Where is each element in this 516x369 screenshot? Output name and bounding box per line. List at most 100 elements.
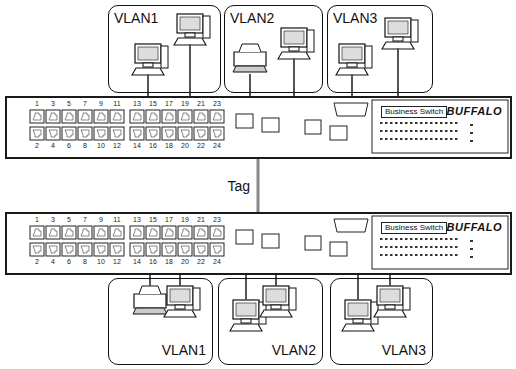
pc-monitor: [233, 300, 259, 319]
pc-screen: [284, 31, 304, 44]
lan-port: [146, 243, 160, 256]
pc-screen: [388, 21, 408, 34]
status-led: [390, 138, 393, 140]
port-number: 3: [46, 216, 60, 224]
lan-port: [94, 127, 108, 140]
status-led: [390, 122, 393, 124]
vlan-label: VLAN1: [162, 342, 206, 358]
pc-keyboard: [342, 324, 374, 331]
port-latch: [133, 130, 141, 137]
sfp-slot: [262, 234, 279, 248]
model-label: Business Switch: [381, 106, 447, 118]
lan-port: [78, 243, 92, 256]
pc-screen: [180, 17, 200, 30]
status-led: [470, 240, 473, 242]
port-latch: [81, 113, 89, 120]
pc-stand: [241, 319, 251, 323]
status-led: [450, 254, 453, 256]
status-led: [455, 254, 458, 256]
status-led: [450, 246, 453, 248]
port-number: 6: [62, 142, 76, 150]
lan-port: [130, 110, 144, 123]
port-latch: [49, 229, 57, 236]
printer-tray: [233, 66, 267, 72]
port-number: 2: [30, 142, 44, 150]
status-led: [400, 246, 403, 248]
status-led: [395, 130, 398, 132]
port-latch: [113, 130, 121, 137]
lan-port: [210, 226, 224, 239]
lan-port: [46, 110, 60, 123]
pc-screen: [138, 47, 158, 60]
pc-screen: [380, 289, 400, 302]
vlan-group: VLAN2: [224, 5, 323, 93]
status-led: [395, 138, 398, 140]
status-led: [405, 138, 408, 140]
lan-port: [46, 226, 60, 239]
status-led: [450, 130, 453, 132]
status-led: [430, 246, 433, 248]
status-led: [415, 130, 418, 132]
status-led: [450, 122, 453, 124]
brand-logo: BUFFALO: [447, 221, 502, 233]
lan-port: [110, 110, 124, 123]
status-led: [405, 130, 408, 132]
port-number: 7: [78, 216, 92, 224]
status-led: [435, 138, 438, 140]
status-led: [455, 246, 458, 248]
pc-keyboard: [382, 42, 414, 49]
port-number: 15: [146, 216, 160, 224]
status-led: [440, 122, 443, 124]
lan-port: [305, 236, 321, 250]
lan-port: [62, 110, 76, 123]
status-led: [415, 138, 418, 140]
status-led: [455, 130, 458, 132]
edge-label: Tag: [225, 178, 252, 194]
cable: [293, 58, 295, 93]
status-led: [420, 122, 423, 124]
vlan-group: VLAN1: [108, 278, 213, 365]
status-led: [380, 254, 383, 256]
status-led: [385, 122, 388, 124]
port-number: 8: [78, 258, 92, 266]
port-number: 21: [194, 216, 208, 224]
port-latch: [65, 130, 73, 137]
port-latch: [49, 130, 57, 137]
pc-monitor: [339, 44, 365, 63]
lan-port: [62, 127, 76, 140]
pc-stand: [347, 63, 357, 67]
port-number: 10: [94, 258, 108, 266]
status-led: [470, 248, 473, 250]
console-port: [334, 219, 368, 232]
pc-monitor: [263, 286, 289, 305]
status-led: [445, 122, 448, 124]
status-led: [445, 138, 448, 140]
status-led: [435, 246, 438, 248]
status-led: [455, 138, 458, 140]
port-latch: [165, 229, 173, 236]
port-number: 24: [210, 258, 224, 266]
port-number: 1: [30, 100, 44, 108]
cable: [189, 44, 191, 93]
lan-port: [94, 110, 108, 123]
status-led: [470, 132, 473, 134]
status-led: [380, 130, 383, 132]
status-led: [445, 130, 448, 132]
lan-port: [146, 127, 160, 140]
cable: [389, 278, 391, 286]
port-latch: [149, 246, 157, 253]
cable: [351, 74, 353, 93]
status-led: [400, 238, 403, 240]
lan-port: [162, 243, 176, 256]
sfp-slot: [330, 126, 347, 140]
lan-port: [46, 127, 60, 140]
status-led: [430, 238, 433, 240]
lan-port: [30, 226, 44, 239]
lan-port: [110, 127, 124, 140]
port-latch: [149, 130, 157, 137]
status-led: [450, 138, 453, 140]
lan-port: [194, 110, 208, 123]
pc-keyboard: [278, 52, 310, 59]
pc-tower: [193, 288, 200, 310]
